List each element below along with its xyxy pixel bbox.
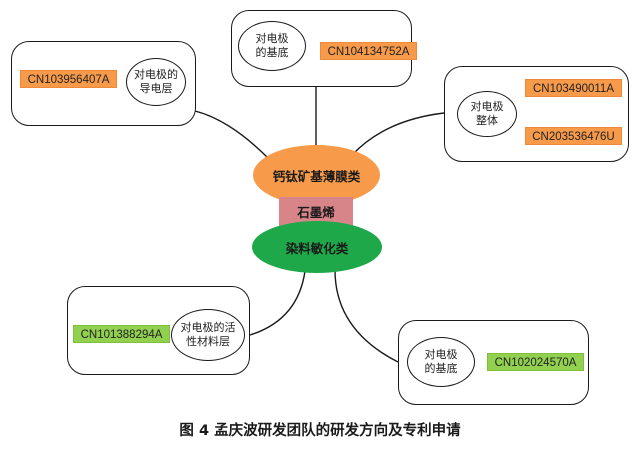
branch-label: 对电极的活 性材料层 (180, 321, 236, 348)
connector-bottom-left (249, 270, 306, 336)
branch-label: 对电极 的基底 (424, 348, 458, 375)
branch-box-substrate-bottom: 对电极 的基底 CN102024570A (398, 320, 589, 405)
branch-label-bubble: 对电极的活 性材料层 (171, 309, 245, 361)
patent-tag: CN101388294A (73, 325, 170, 343)
patent-tag: CN102024570A (487, 353, 584, 371)
category-dye-sensitized-label: 染料敏化类 (285, 240, 349, 256)
branch-box-conductive-layer: CN103956407A 对电极的 导电层 (11, 41, 196, 126)
category-dye-sensitized: 染料敏化类 (252, 221, 382, 273)
connector-bottom-right (334, 269, 399, 363)
branch-label: 对电极 的基底 (255, 32, 289, 59)
branch-box-active-material: CN101388294A 对电极的活 性材料层 (67, 286, 250, 375)
branch-label-bubble: 对电极 整体 (457, 91, 517, 137)
patent-tag: CN103490011A (525, 79, 622, 97)
branch-label-bubble: 对电极的 导电层 (126, 58, 186, 106)
branch-label-bubble: 对电极 的基底 (238, 21, 306, 71)
figure-caption: 图 4 孟庆波研发团队的研发方向及专利申请 (179, 423, 461, 439)
branch-box-substrate-top: 对电极 的基底 CN104134752A (231, 10, 417, 87)
connector-top-left (194, 110, 269, 159)
graphene-label: 石墨烯 (297, 205, 335, 220)
category-perovskite-label: 钙钛矿基薄膜类 (272, 168, 361, 184)
patent-tag: CN104134752A (320, 42, 417, 60)
branch-label: 对电极 整体 (470, 100, 504, 127)
connector-top-right (351, 112, 445, 156)
branch-label: 对电极的 导电层 (134, 68, 178, 95)
patent-tag: CN203536476U (525, 127, 622, 145)
patent-tag: CN103956407A (20, 70, 117, 88)
branch-label-bubble: 对电极 的基底 (407, 337, 475, 387)
category-perovskite: 钙钛矿基薄膜类 (253, 145, 380, 205)
branch-box-whole: 对电极 整体 CN103490011A CN203536476U (444, 66, 629, 162)
